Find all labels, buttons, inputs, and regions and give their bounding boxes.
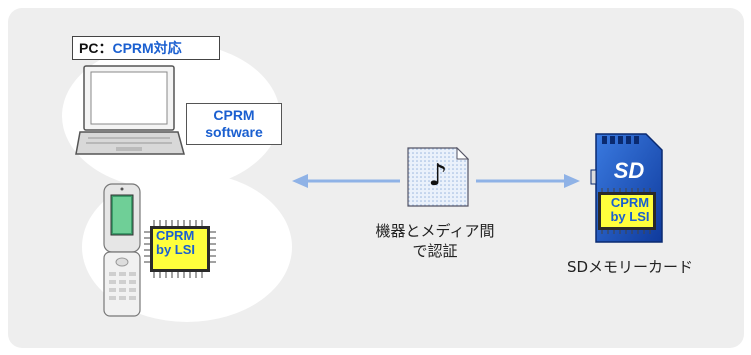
mobile-phone-icon bbox=[103, 183, 141, 317]
auth-caption-line2: で認証 bbox=[412, 242, 458, 260]
sd-chip-line1: CPRM bbox=[610, 195, 650, 210]
auth-caption: 機器とメディア間 で認証 bbox=[350, 221, 520, 261]
pc-label-prefix: PC： bbox=[79, 40, 113, 56]
music-note-icon: ♪ bbox=[428, 158, 448, 193]
sd-chip-line2: by LSI bbox=[610, 209, 650, 224]
music-file-icon bbox=[407, 147, 469, 207]
right-arrow-icon bbox=[476, 174, 580, 188]
auth-caption-line1: 機器とメディア間 bbox=[375, 222, 495, 240]
phone-chip-line1: CPRM bbox=[156, 228, 195, 243]
sd-card-icon: SD bbox=[590, 133, 663, 243]
sd-chip-label: CPRM by LSI bbox=[602, 196, 658, 224]
laptop-icon bbox=[75, 65, 185, 155]
software-line1: CPRM bbox=[213, 107, 255, 123]
phone-chip-label: CPRM by LSI bbox=[156, 229, 206, 257]
pc-label: PC：CPRM対応 bbox=[72, 36, 220, 60]
pc-label-feature: CPRM対応 bbox=[112, 40, 182, 56]
sd-card-caption: SDメモリーカード bbox=[566, 258, 694, 276]
phone-lsi-chip-icon bbox=[144, 220, 216, 278]
left-arrow-icon bbox=[292, 174, 400, 188]
software-line2: software bbox=[205, 124, 263, 140]
svg-text:SD: SD bbox=[614, 158, 645, 183]
cprm-software-label: CPRM software bbox=[186, 103, 282, 145]
phone-chip-line2: by LSI bbox=[156, 242, 196, 257]
